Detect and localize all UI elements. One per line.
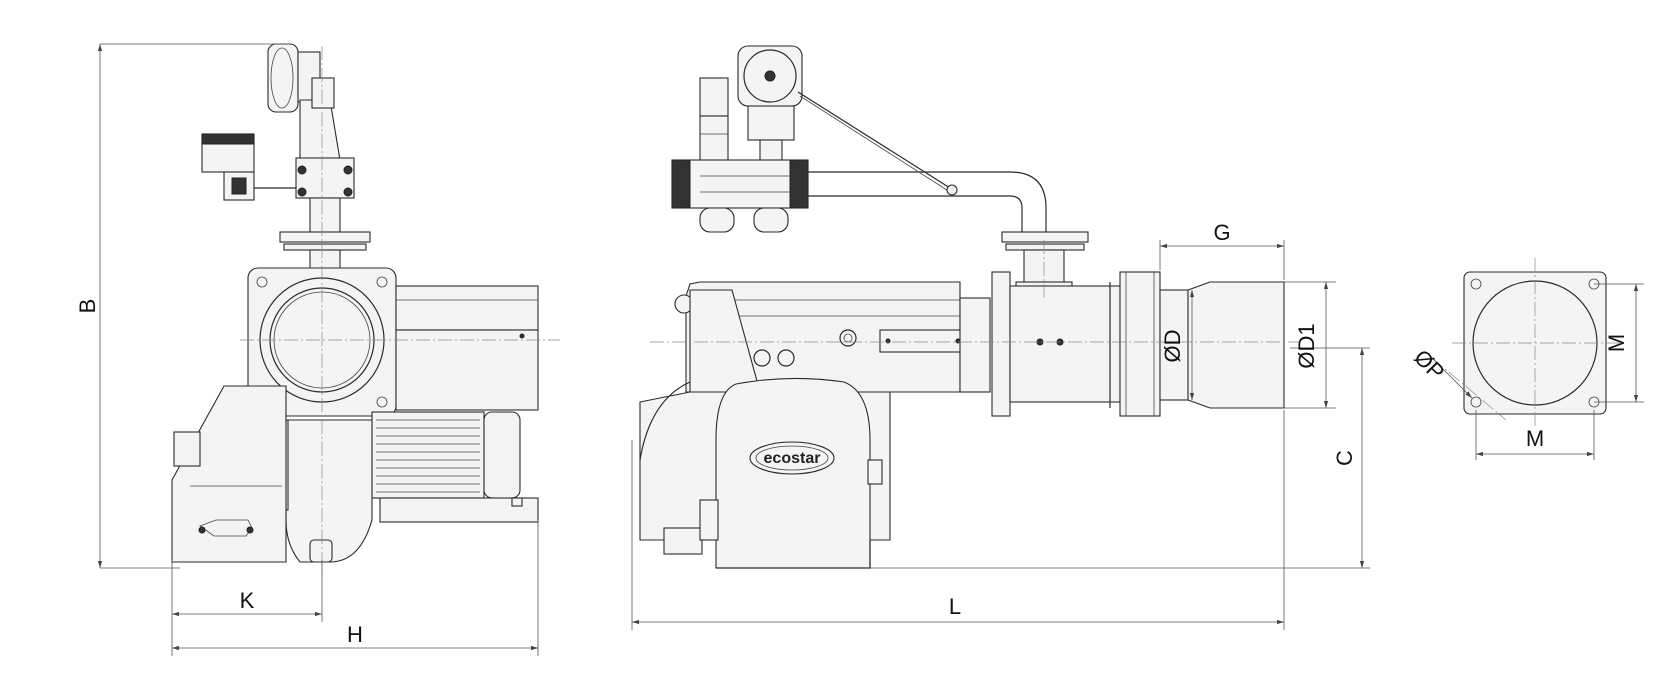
label-OD1: ØD1 bbox=[1294, 323, 1319, 368]
side-valve-block bbox=[671, 159, 809, 209]
motor bbox=[371, 411, 485, 499]
label-OP: ØP bbox=[1409, 345, 1449, 385]
mounting-flange bbox=[991, 271, 1011, 417]
label-B: B bbox=[75, 299, 100, 314]
label-M-horizontal: M bbox=[1526, 426, 1544, 451]
label-H: H bbox=[347, 622, 363, 647]
label-K: K bbox=[240, 588, 255, 613]
side-view: ecostar bbox=[639, 45, 1285, 569]
front-view bbox=[171, 43, 539, 563]
burner-body bbox=[685, 281, 961, 393]
centerlines bbox=[240, 46, 1620, 574]
pipe-flange bbox=[279, 231, 371, 243]
label-L: L bbox=[949, 594, 961, 619]
dimensions bbox=[97, 43, 1644, 656]
side-pipe-flange bbox=[1001, 231, 1089, 243]
brand-badge bbox=[749, 441, 835, 475]
label-M-vertical: M bbox=[1604, 334, 1629, 352]
label-OD: ØD bbox=[1160, 330, 1185, 363]
brand-logo-text: ecostar bbox=[764, 450, 821, 467]
actuator-top bbox=[267, 43, 299, 113]
label-C: C bbox=[1332, 450, 1357, 466]
label-G: G bbox=[1213, 220, 1230, 245]
burner-head bbox=[1187, 281, 1285, 409]
blast-tube bbox=[1009, 285, 1121, 403]
